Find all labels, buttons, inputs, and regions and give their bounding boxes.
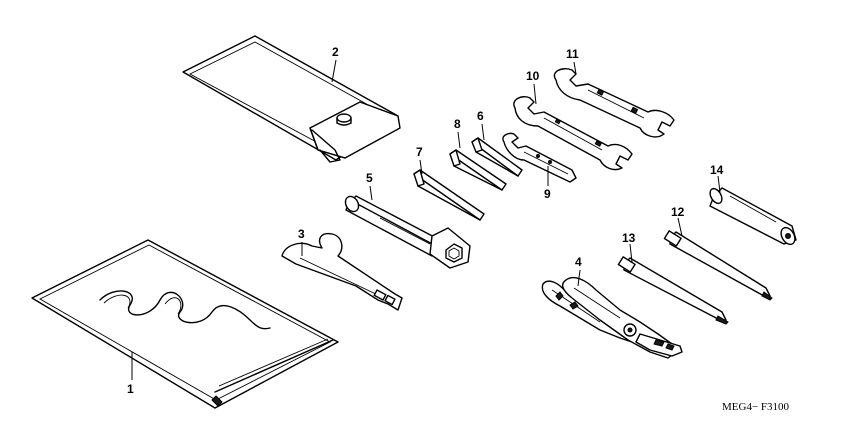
callout-1: 1 (127, 382, 134, 396)
callout-9: 9 (544, 187, 551, 201)
callout-labels: 1 2 3 4 5 6 7 8 9 10 11 12 13 14 (127, 45, 724, 396)
leader-lines (131, 59, 721, 380)
part-8-hex-key (449, 149, 507, 191)
part-6-hex-key (471, 137, 523, 177)
callout-12: 12 (671, 205, 685, 219)
callout-10: 10 (526, 69, 540, 83)
part-9-wrench-small (502, 132, 577, 183)
callout-13: 13 (622, 231, 636, 245)
part-12-screwdriver (663, 230, 773, 301)
part-10-wrench-medium (513, 96, 633, 171)
part-7-hex-key (413, 169, 485, 221)
part-13-screwdriver (617, 256, 729, 325)
part-4-pliers (541, 276, 683, 359)
callout-3: 3 (298, 227, 305, 241)
callout-5: 5 (366, 171, 373, 185)
callout-2: 2 (332, 45, 339, 59)
reference-code: MEG4− F3100 (722, 401, 790, 413)
callout-8: 8 (454, 117, 461, 131)
callout-7: 7 (416, 145, 423, 159)
part-11-wrench-large (553, 68, 675, 138)
part-1-manual-bag (31, 239, 339, 409)
callout-11: 11 (566, 47, 579, 61)
part-3-pin-spanner (281, 232, 403, 311)
part-14-screwdriver-handle (709, 187, 797, 246)
part-5-plug-wrench (344, 195, 471, 269)
callout-6: 6 (477, 109, 484, 123)
part-2-tool-bag (182, 35, 401, 163)
callout-14: 14 (710, 163, 724, 177)
callout-4: 4 (575, 255, 582, 269)
